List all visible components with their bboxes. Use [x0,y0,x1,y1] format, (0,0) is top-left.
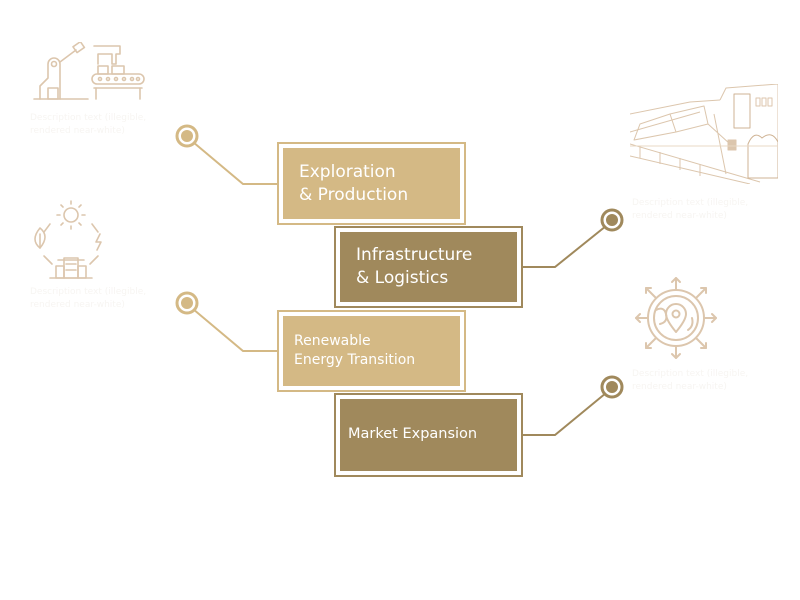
stage-description-infrastructure: Description text (illegible, rendered ne… [632,198,749,222]
stage-description-renewable: Description text (illegible, rendered ne… [30,287,147,311]
node-dot-renewable [181,297,193,309]
stage-title-line-2: & Logistics [356,268,449,288]
stage-title-line-2: & Production [299,184,409,205]
stage-title-line-1: Market Expansion [348,426,478,443]
stage-box-market-expansion: Market Expansion [334,393,523,477]
stage-box-infrastructure-logistics: Infrastructure & Logistics [334,226,523,308]
stage-title-line-1: Infrastructure [356,245,473,266]
stage-title-line-1: Renewable [294,333,371,350]
node-dot-market [606,381,618,393]
stage-title-line-2: Energy Transition [294,352,416,368]
stage-description-market: Description text (illegible, rendered ne… [632,369,749,393]
stage-description-exploration: Description text (illegible, rendered ne… [30,113,147,137]
stage-box-fill: Infrastructure & Logistics [340,232,517,302]
stage-box-exploration-production: Exploration & Production [277,142,466,225]
connector-line-market [523,392,607,436]
global-expansion-location-icon [635,277,717,359]
industrial-robot-conveyor-icon [33,42,145,100]
stage-title-line-1: Exploration [299,161,396,182]
stage-box-fill: Market Expansion [340,399,517,471]
node-dot-infrastructure [606,214,618,226]
stage-box-fill: Renewable Energy Transition [283,316,460,386]
railway-station-sketch-icon [630,84,778,184]
node-dot-exploration [181,130,193,142]
stage-box-renewable-energy-transition: Renewable Energy Transition [277,310,466,392]
renewable-energy-cycle-icon [34,200,102,279]
connector-line-renewable [192,308,277,352]
connector-line-exploration [192,141,277,185]
stage-box-fill: Exploration & Production [283,148,460,219]
connector-line-infrastructure [523,225,607,268]
